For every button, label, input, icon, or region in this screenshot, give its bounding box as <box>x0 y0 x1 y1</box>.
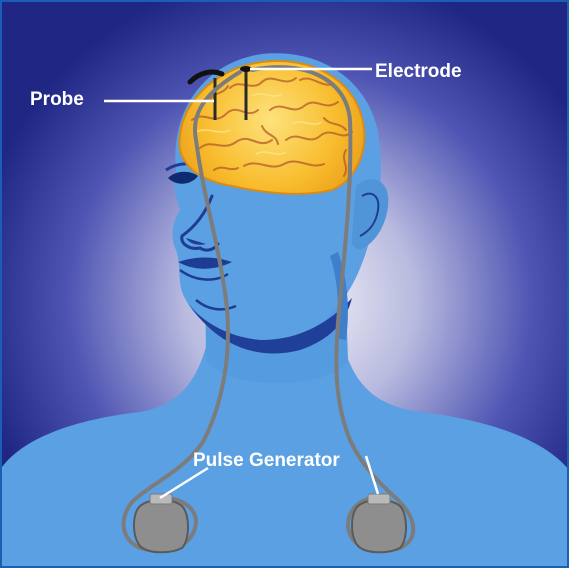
probe-label: Probe <box>30 90 84 109</box>
pulse-generator-label: Pulse Generator <box>193 451 340 470</box>
electrode-label: Electrode <box>375 62 462 81</box>
